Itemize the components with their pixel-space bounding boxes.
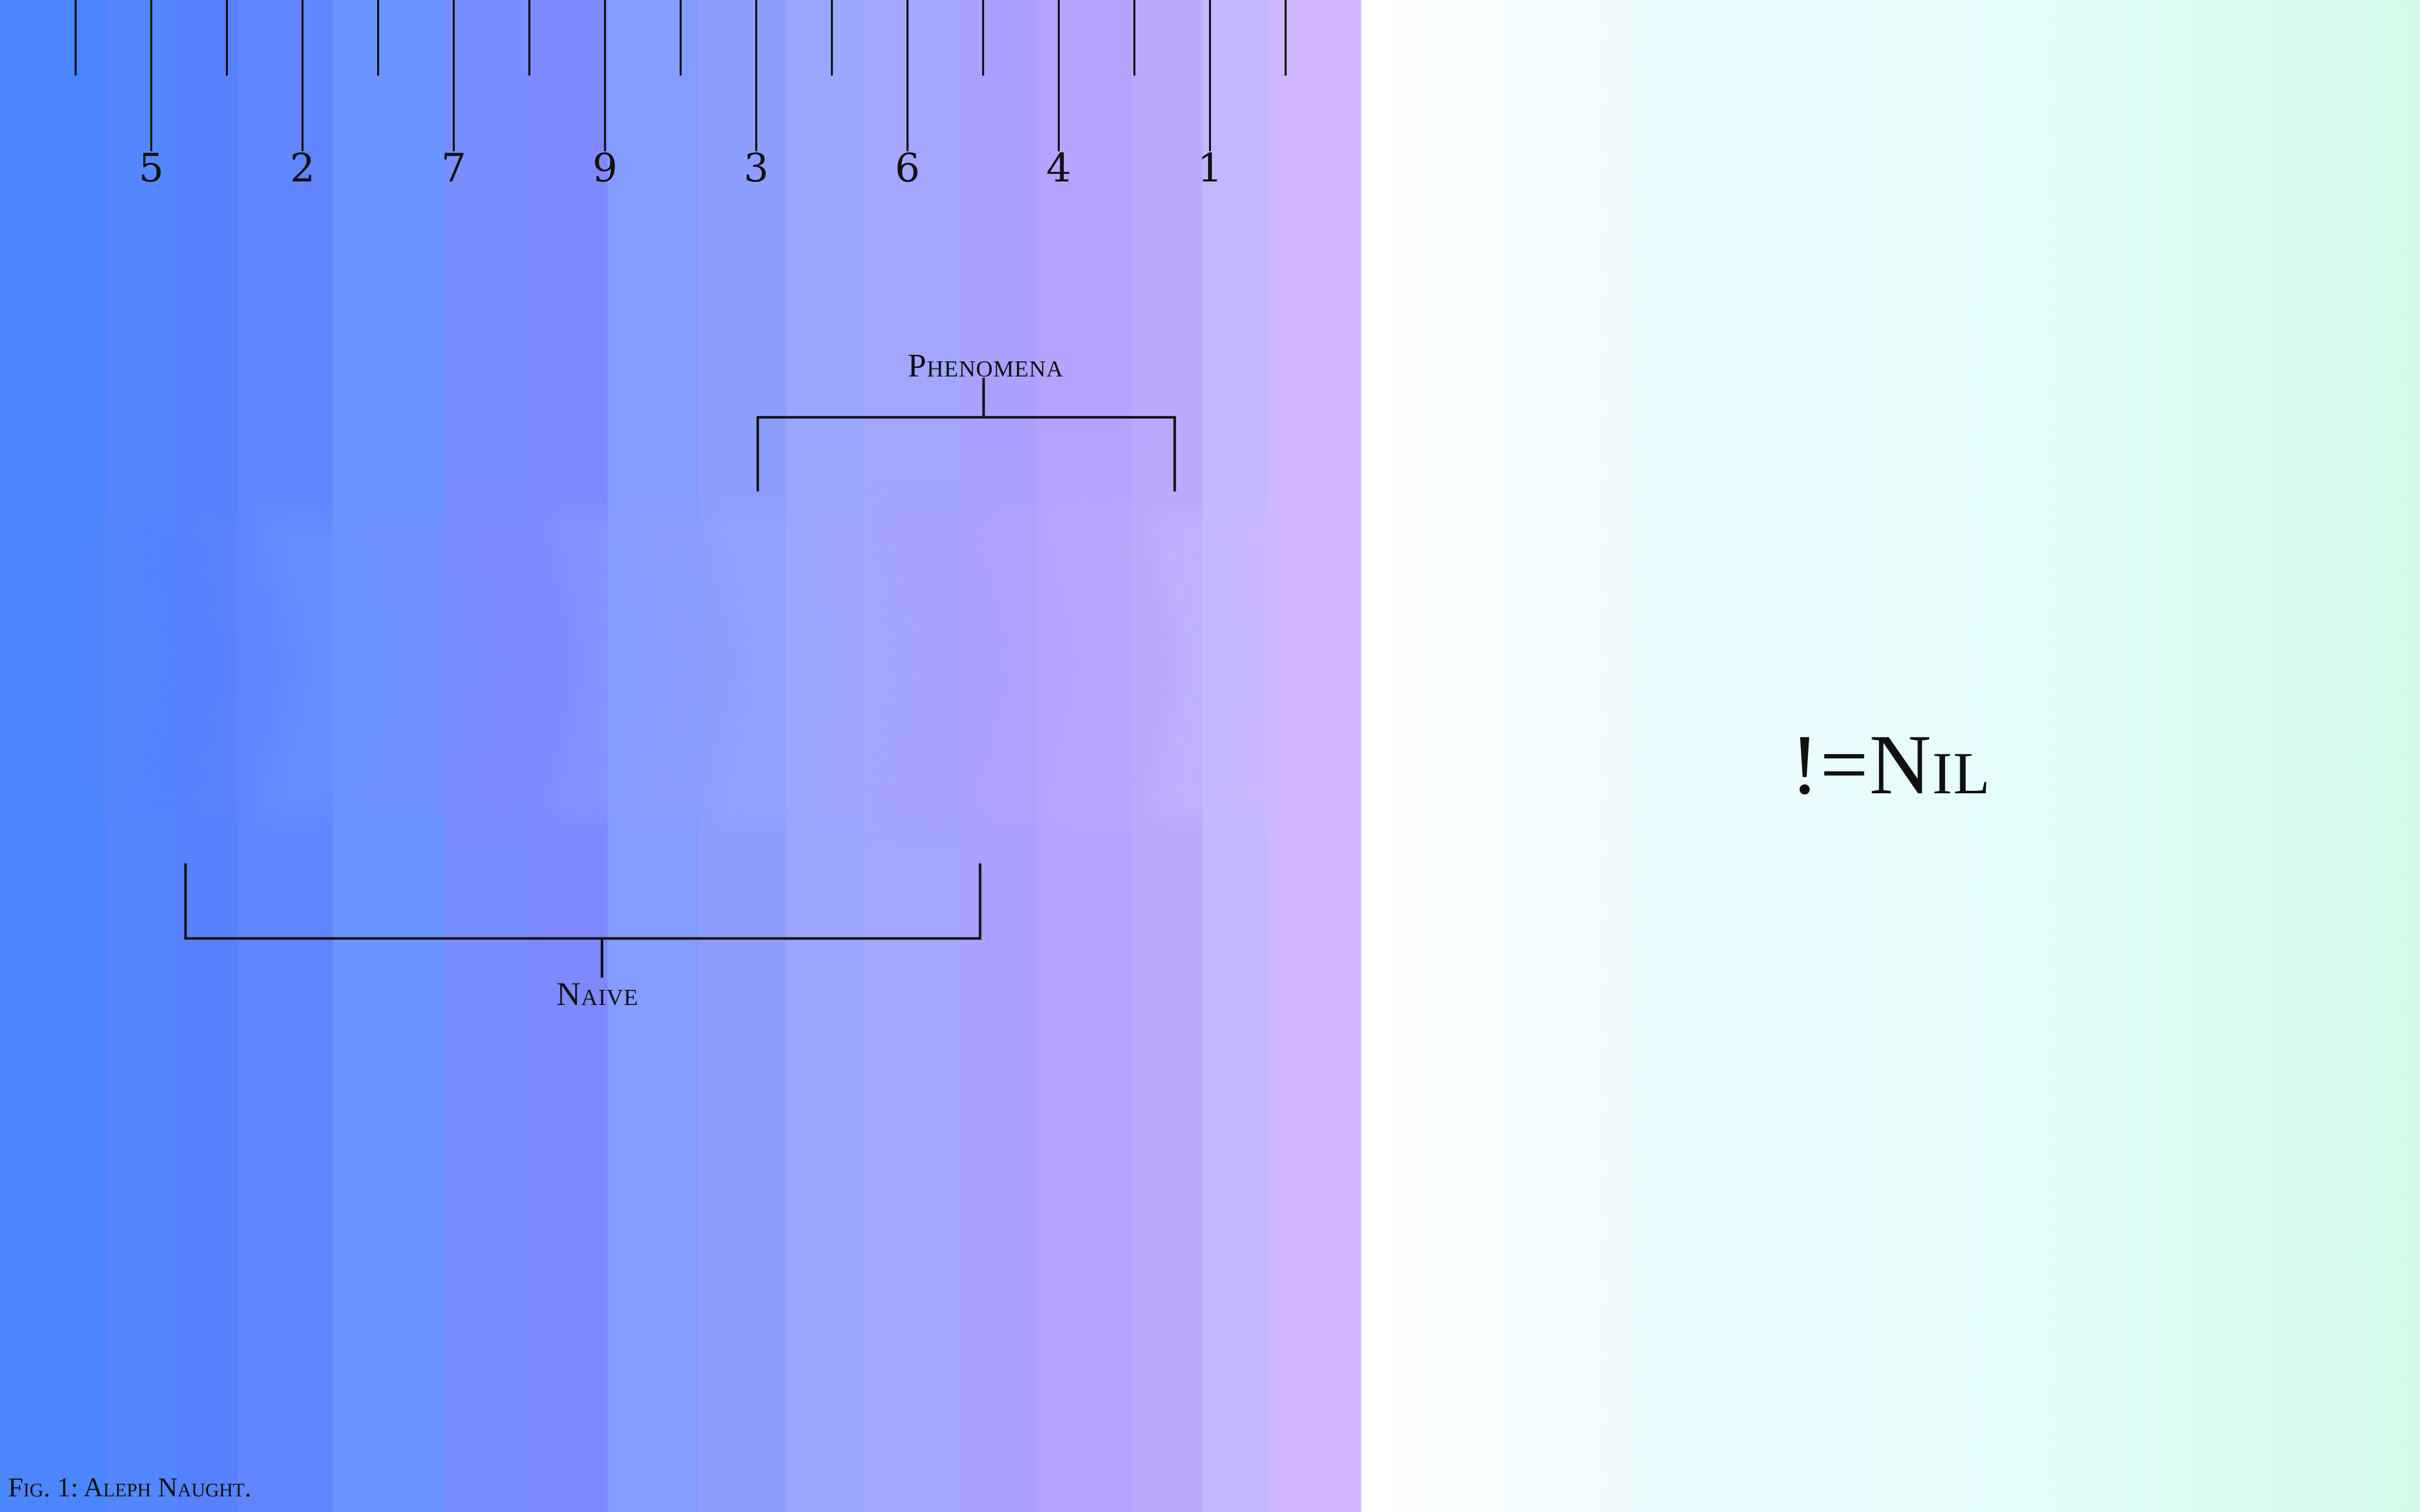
blurred-chevron-band (91, 514, 1331, 816)
color-stripe (0, 0, 106, 1512)
ruler-minor-tick (226, 0, 228, 76)
not-nil-expression: !=Nil (1790, 717, 1991, 812)
phenomena-label: Phenomena (908, 347, 1064, 384)
ruler-minor-tick (75, 0, 77, 76)
pastel-gradient-panel (1361, 0, 2420, 1512)
ruler-minor-tick (1285, 0, 1287, 76)
ruler-tick-label: 9 (592, 146, 618, 191)
ruler-major-tick (150, 0, 152, 151)
ruler-major-tick (453, 0, 455, 151)
ruler-minor-tick (680, 0, 682, 76)
ruler-minor-tick (982, 0, 984, 76)
naive-label: Naive (556, 976, 639, 1013)
ruler-minor-tick (1133, 0, 1135, 76)
ruler-tick-label: 4 (1046, 146, 1071, 191)
number-ruler: 5 2 7 9 3 6 4 1 (0, 0, 1361, 212)
ruler-major-tick (755, 0, 757, 151)
ruler-minor-tick (528, 0, 530, 76)
ruler-minor-tick (831, 0, 833, 76)
ruler-tick-label: 5 (139, 146, 164, 191)
ruler-tick-label: 3 (744, 146, 769, 191)
ruler-major-tick (301, 0, 304, 151)
ruler-major-tick (1209, 0, 1211, 151)
ruler-tick-label: 7 (441, 146, 466, 191)
ruler-tick-label: 6 (895, 146, 920, 191)
gradient-stripe-panel (0, 0, 1361, 1512)
phenomena-bracket (756, 378, 1176, 491)
figure-caption: Fig. 1: Aleph Naught. (8, 1472, 252, 1502)
naive-bracket (184, 863, 982, 978)
ruler-major-tick (1058, 0, 1060, 151)
ruler-tick-label: 1 (1197, 146, 1223, 191)
ruler-tick-label: 2 (290, 146, 315, 191)
ruler-minor-tick (377, 0, 379, 76)
ruler-major-tick (906, 0, 909, 151)
ruler-major-tick (604, 0, 606, 151)
